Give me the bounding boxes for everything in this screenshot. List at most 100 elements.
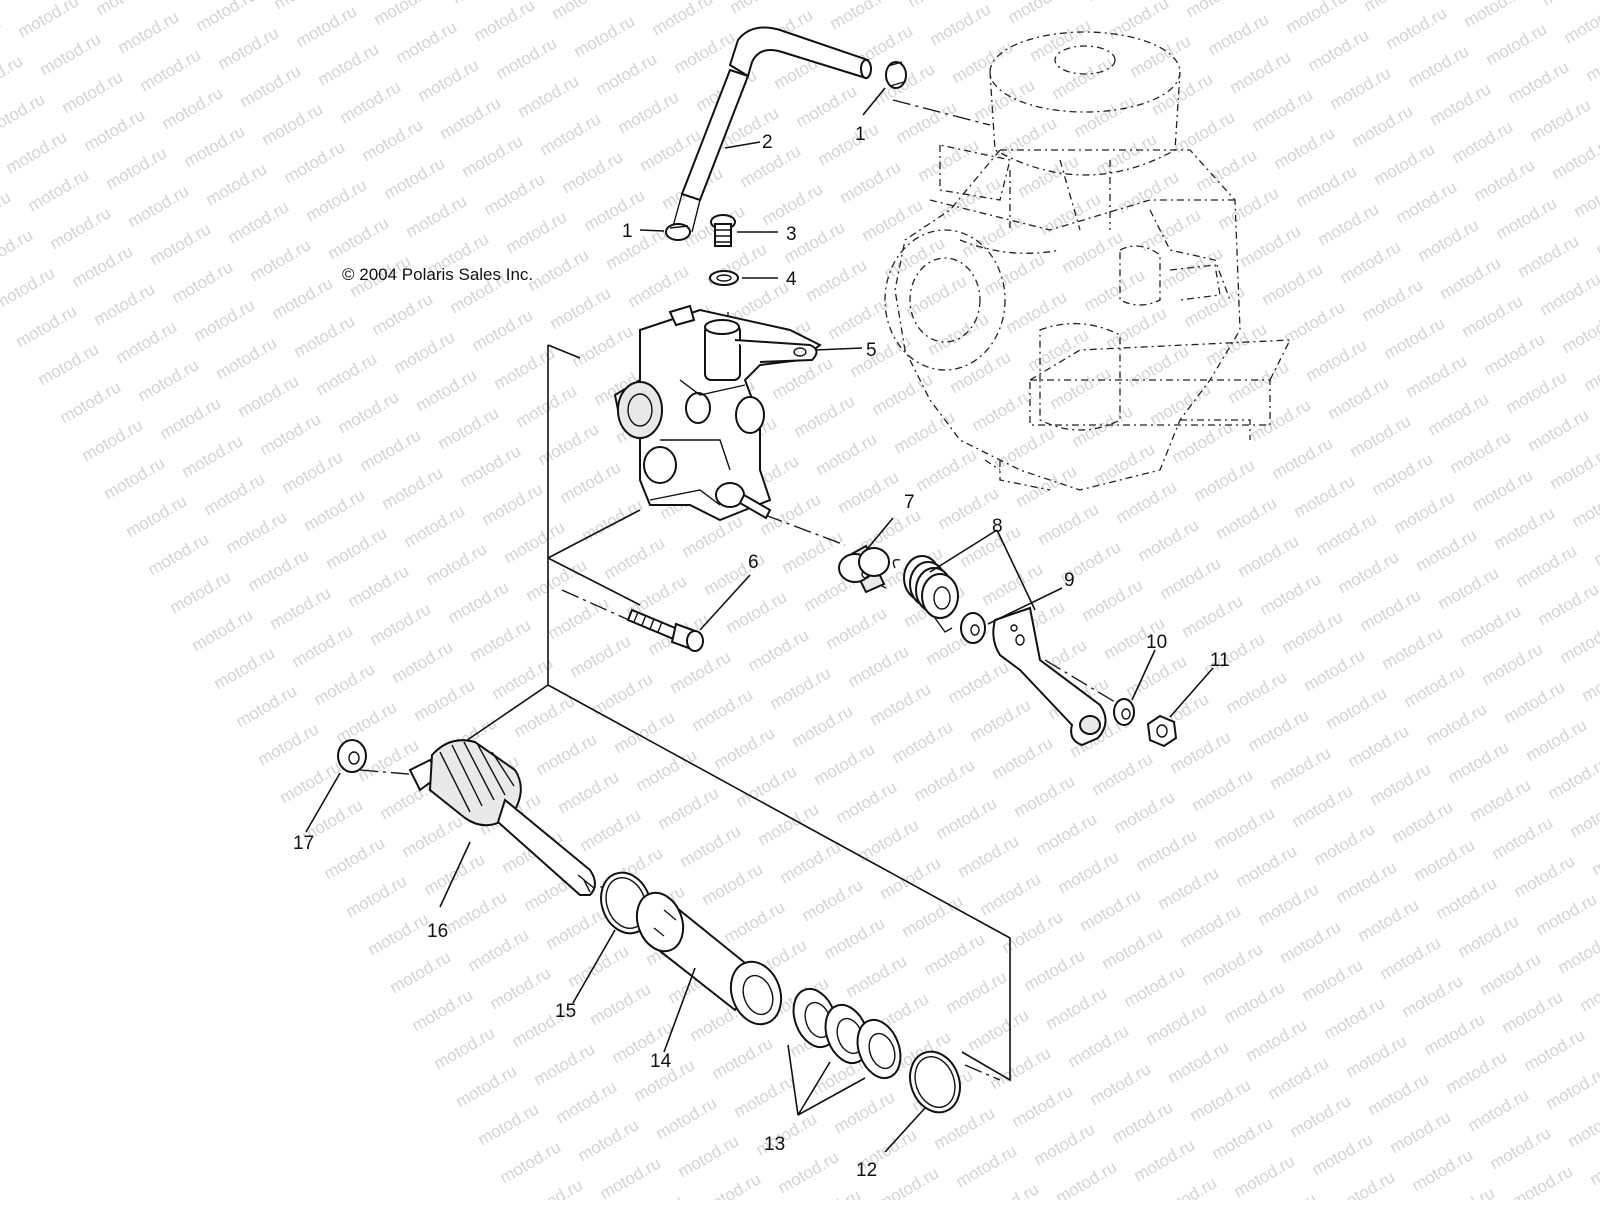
watermark-text: motod.ru xyxy=(25,165,93,215)
watermark-text: motod.ru xyxy=(655,783,723,833)
watermark-text: motod.ru xyxy=(543,903,611,953)
watermark-text: motod.ru xyxy=(481,169,549,219)
watermark-text: motod.ru xyxy=(1361,0,1429,15)
watermark-text: motod.ru xyxy=(489,653,557,703)
watermark-text: motod.ru xyxy=(889,717,957,767)
watermark-text: motod.ru xyxy=(1271,123,1339,173)
watermark-text: motod.ru xyxy=(189,605,257,655)
watermark-text: motod.ru xyxy=(1325,373,1393,423)
watermark-text: motod.ru xyxy=(1405,41,1473,91)
watermark-text: motod.ru xyxy=(1443,1047,1511,1097)
watermark-text: motod.ru xyxy=(169,257,237,307)
watermark-text: motod.ru xyxy=(69,241,137,291)
watermark-text: motod.ru xyxy=(503,207,571,257)
watermark-text: motod.ru xyxy=(1477,949,1545,999)
watermark-text: motod.ru xyxy=(1059,227,1127,277)
watermark-text: motod.ru xyxy=(1293,161,1361,211)
watermark-text: motod.ru xyxy=(475,1099,543,1149)
watermark-text: motod.ru xyxy=(1427,79,1495,129)
watermark-text: motod.ru xyxy=(0,89,48,139)
watermark-text: motod.ru xyxy=(123,491,191,541)
watermark-text: motod.ru xyxy=(1055,847,1123,897)
watermark-text: motod.ru xyxy=(1225,357,1293,407)
watermark-text: motod.ru xyxy=(519,1175,587,1200)
watermark-text: motod.ru xyxy=(597,1153,665,1200)
watermark-text: motod.ru xyxy=(1291,471,1359,521)
watermark-text: motod.ru xyxy=(1111,787,1179,837)
watermark-text: motod.ru xyxy=(403,191,471,241)
watermark-text: motod.ru xyxy=(1521,1025,1589,1075)
watermark-text: motod.ru xyxy=(553,1077,621,1127)
watermark-text: motod.ru xyxy=(1523,715,1591,765)
watermark-text: motod.ru xyxy=(571,11,639,61)
watermark-text: motod.ru xyxy=(905,0,973,11)
watermark-text: motod.ru xyxy=(321,833,389,883)
watermark-text: motod.ru xyxy=(247,235,315,285)
watermark-text: motod.ru xyxy=(1299,955,1367,1005)
watermark-text: motod.ru xyxy=(137,45,205,95)
watermark-text: motod.ru xyxy=(35,339,103,389)
watermark-text: motod.ru xyxy=(545,593,613,643)
watermark-text: motod.ru xyxy=(1399,971,1467,1021)
watermark-text: motod.ru xyxy=(453,1061,521,1111)
watermark-text: motod.ru xyxy=(1193,145,1261,195)
watermark-text: motod.ru xyxy=(47,203,115,253)
watermark-text: motod.ru xyxy=(1409,1145,1477,1195)
watermark-text: motod.ru xyxy=(1265,1053,1333,1103)
watermark-text: motod.ru xyxy=(245,545,313,595)
watermark-text: motod.ru xyxy=(0,225,36,275)
watermark-text: motod.ru xyxy=(255,719,323,769)
watermark-text: motod.ru xyxy=(1171,107,1239,157)
watermark-text: motod.ru xyxy=(1259,259,1327,309)
watermark-text: motod.ru xyxy=(559,147,627,197)
watermark-text: motod.ru xyxy=(843,951,911,1001)
watermark-text: motod.ru xyxy=(1301,645,1369,695)
watermark-text: motod.ru xyxy=(977,869,1045,919)
watermark-text: motod.ru xyxy=(1381,313,1449,363)
watermark-text: motod.ru xyxy=(667,647,735,697)
watermark-text: motod.ru xyxy=(471,0,539,45)
watermark-text: motod.ru xyxy=(875,1163,943,1200)
watermark-text: motod.ru xyxy=(567,631,635,681)
watermark-text: motod.ru xyxy=(1303,335,1371,385)
callout-1-lower: 1 xyxy=(622,221,633,242)
watermark-text: motod.ru xyxy=(101,453,169,503)
watermark-text: motod.ru xyxy=(927,0,995,49)
watermark-text: motod.ru xyxy=(1049,53,1117,103)
watermark-text: motod.ru xyxy=(1449,117,1517,167)
watermark-text: motod.ru xyxy=(581,185,649,235)
watermark-text: motod.ru xyxy=(1535,579,1600,629)
watermark-text: motod.ru xyxy=(225,197,293,247)
watermark-text: motod.ru xyxy=(1113,477,1181,527)
watermark-text: motod.ru xyxy=(1347,411,1415,461)
watermark-text: motod.ru xyxy=(1343,1031,1411,1081)
watermark-text: motod.ru xyxy=(847,331,915,381)
watermark-text: motod.ru xyxy=(1199,939,1267,989)
callout-8: 8 xyxy=(992,516,1003,537)
watermark-text: motod.ru xyxy=(625,261,693,311)
watermark-text: motod.ru xyxy=(533,729,601,779)
watermark-text: motod.ru xyxy=(791,391,859,441)
watermark-text: motod.ru xyxy=(1459,291,1527,341)
watermark-text: motod.ru xyxy=(145,529,213,579)
watermark-text: motod.ru xyxy=(337,77,405,127)
watermark-text: motod.ru xyxy=(1471,155,1539,205)
watermark-text: motod.ru xyxy=(911,755,979,805)
watermark-text: motod.ru xyxy=(1183,0,1251,21)
watermark-text: motod.ru xyxy=(387,947,455,997)
watermark-text: motod.ru xyxy=(125,181,193,231)
watermark-text: motod.ru xyxy=(1369,449,1437,499)
watermark-text: motod.ru xyxy=(1279,607,1347,657)
watermark-text: motod.ru xyxy=(653,1093,721,1143)
watermark-text: motod.ru xyxy=(437,93,505,143)
watermark-text: motod.ru xyxy=(3,127,71,177)
watermark-text: motod.ru xyxy=(1549,133,1600,183)
watermark-text: motod.ru xyxy=(835,467,903,517)
watermark-text: motod.ru xyxy=(1565,1101,1600,1151)
watermark-text: motod.ru xyxy=(1487,1123,1555,1173)
watermark-text: motod.ru xyxy=(825,293,893,343)
watermark-text: motod.ru xyxy=(949,37,1017,87)
watermark-text: motod.ru xyxy=(0,51,26,101)
watermark-text: motod.ru xyxy=(859,195,927,245)
watermark-text: motod.ru xyxy=(955,831,1023,881)
